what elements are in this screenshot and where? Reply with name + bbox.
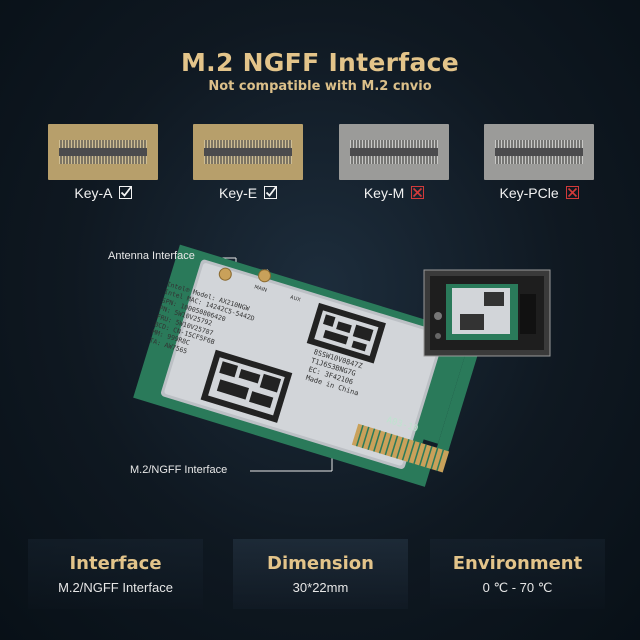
cross-icon	[411, 186, 425, 199]
key-pcie-card: Key-PCle	[484, 124, 594, 201]
feature-value: M.2/NGFF Interface	[58, 580, 173, 595]
key-types-row: Key-A Key-E Key-M Key-P	[0, 124, 640, 204]
gold-fingers	[427, 344, 468, 434]
feature-title: Environment	[452, 553, 583, 574]
card-label: Intel® Model: AX210NGW Intel MAC: 14242C…	[148, 280, 330, 394]
board-text: A03-10	[385, 415, 420, 435]
check-icon	[264, 186, 277, 199]
feature-title: Interface	[69, 553, 162, 574]
cross-icon	[565, 186, 579, 199]
key-m-slot-image	[339, 124, 449, 180]
connector-interface-callout: M.2/NGFF Interface	[130, 464, 228, 476]
aux-antenna-mark: AUX	[289, 294, 302, 304]
feature-interface: Interface M.2/NGFF Interface	[28, 539, 203, 609]
feature-value: 30*22mm	[292, 580, 349, 595]
key-a-slot-image	[48, 124, 158, 180]
key-e-label: Key-E	[218, 185, 258, 201]
feature-dimension: Dimension 30*22mm	[233, 539, 408, 609]
feature-value: 0 ℃ - 70 ℃	[482, 580, 553, 595]
page-subtitle: Not compatible with M.2 cnvio	[208, 79, 432, 94]
key-pcie-slot-image	[484, 124, 594, 180]
feature-environment: Environment 0 ℃ - 70 ℃	[430, 539, 605, 609]
feature-title: Dimension	[267, 553, 374, 574]
card-serial-block: 8SSW10V0847Z T1J6S3BNG7G EC: 3F42106 Mad…	[304, 348, 420, 415]
key-e-card: Key-E	[193, 124, 303, 201]
key-a-card: Key-A	[48, 124, 158, 201]
key-pcie-label: Key-PCle	[499, 185, 559, 201]
connector-pins	[351, 423, 450, 473]
key-a-label: Key-A	[74, 185, 112, 201]
antenna-interface-callout: Antenna Interface	[108, 250, 195, 262]
key-m-card: Key-M	[339, 124, 449, 201]
key-m-label: Key-M	[363, 185, 405, 201]
motherboard-inset-photo	[423, 269, 551, 357]
key-e-slot-image	[193, 124, 303, 180]
check-icon	[118, 186, 132, 199]
page-title: M.2 NGFF Interface	[180, 48, 460, 77]
main-antenna-mark: MAIN	[253, 284, 268, 294]
